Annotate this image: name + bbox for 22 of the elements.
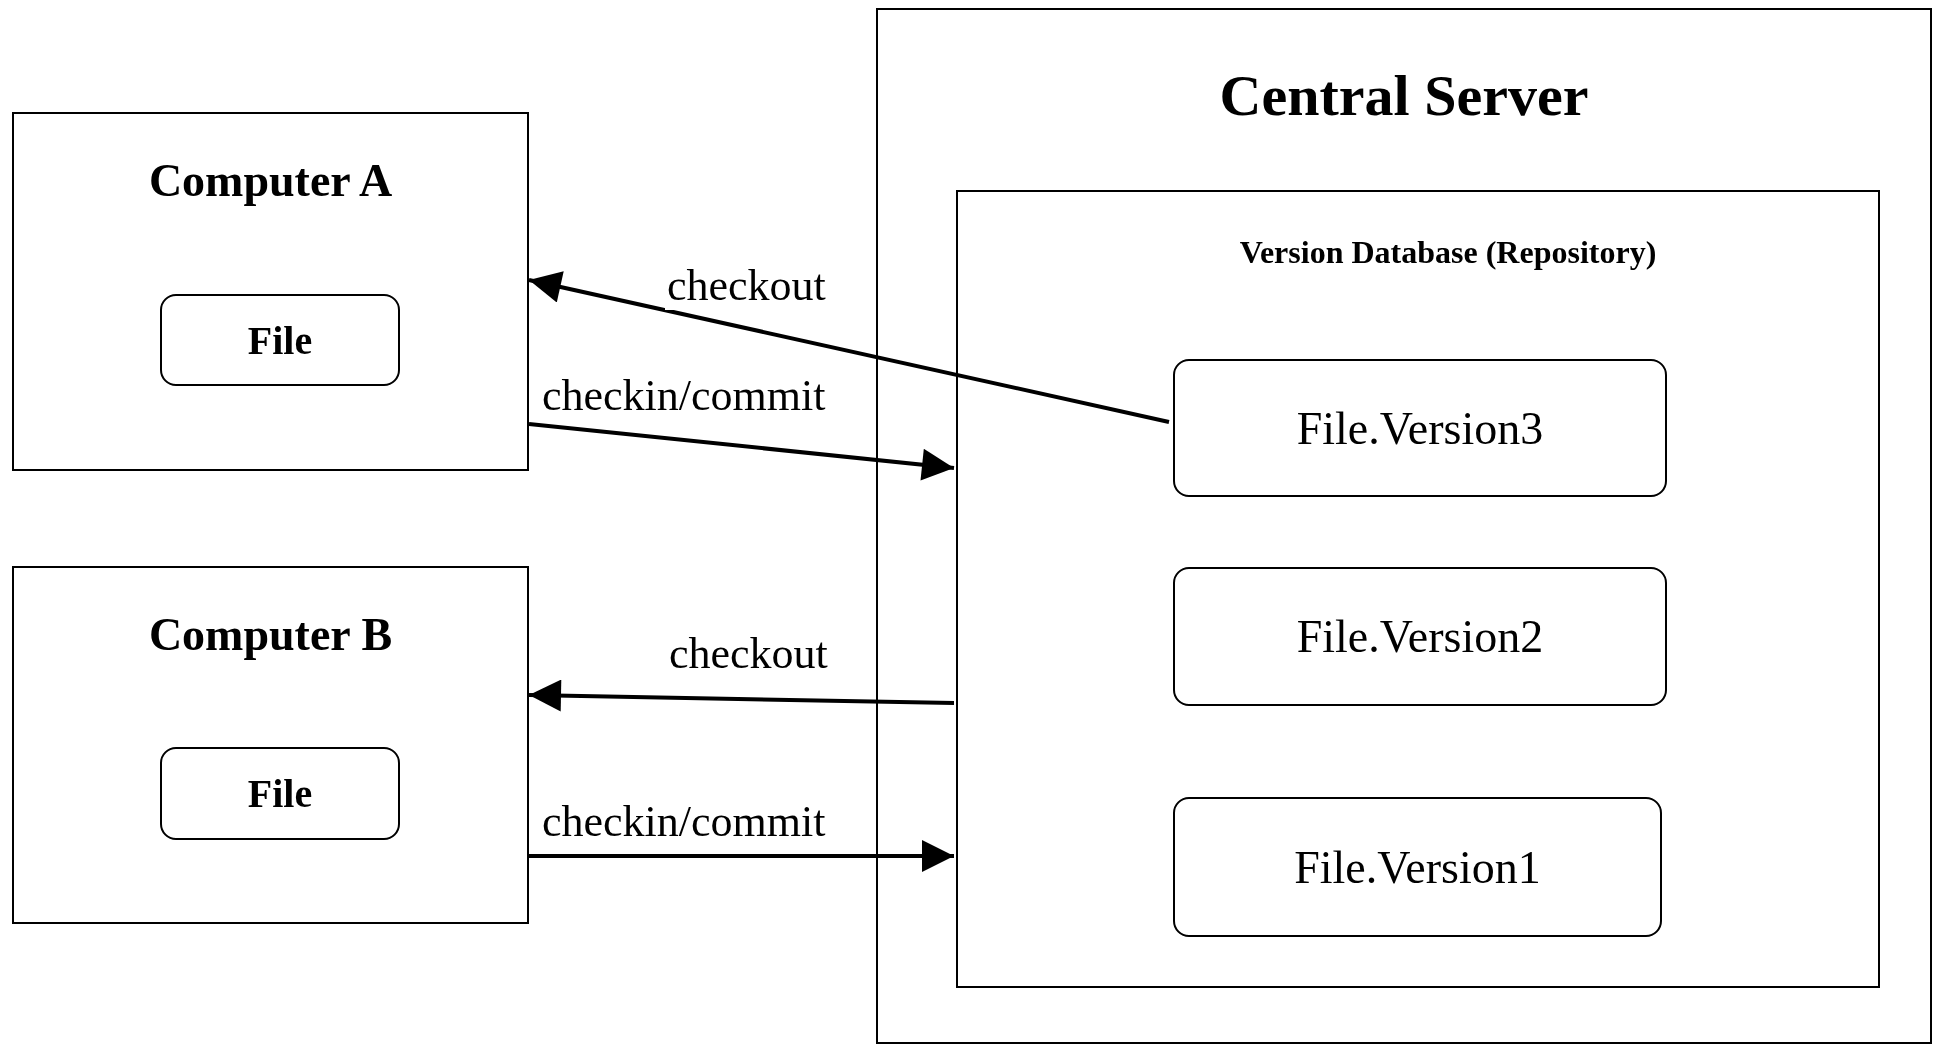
node-title: Version Database (Repository) — [1239, 234, 1657, 271]
arrow — [528, 271, 1170, 424]
file-box — [160, 294, 400, 386]
computer-box — [12, 566, 529, 924]
node-title: File — [247, 770, 313, 817]
arrow — [528, 422, 955, 481]
file-box — [160, 747, 400, 840]
node-title: Computer A — [148, 154, 393, 207]
arrow — [529, 840, 954, 872]
node-title: File.Version1 — [1294, 840, 1541, 894]
version-box — [1173, 797, 1662, 937]
node-title: File.Version3 — [1296, 401, 1544, 455]
server-box — [876, 8, 1932, 1044]
node-title: File.Version2 — [1296, 610, 1544, 663]
node-title: Central Server — [1219, 62, 1589, 129]
version-box — [1173, 567, 1667, 706]
arrow — [528, 679, 955, 712]
repository-box — [956, 190, 1880, 988]
computer-box — [12, 112, 529, 471]
version-box — [1173, 359, 1667, 497]
node-title: Computer B — [148, 608, 393, 661]
node-title: File — [247, 316, 313, 364]
